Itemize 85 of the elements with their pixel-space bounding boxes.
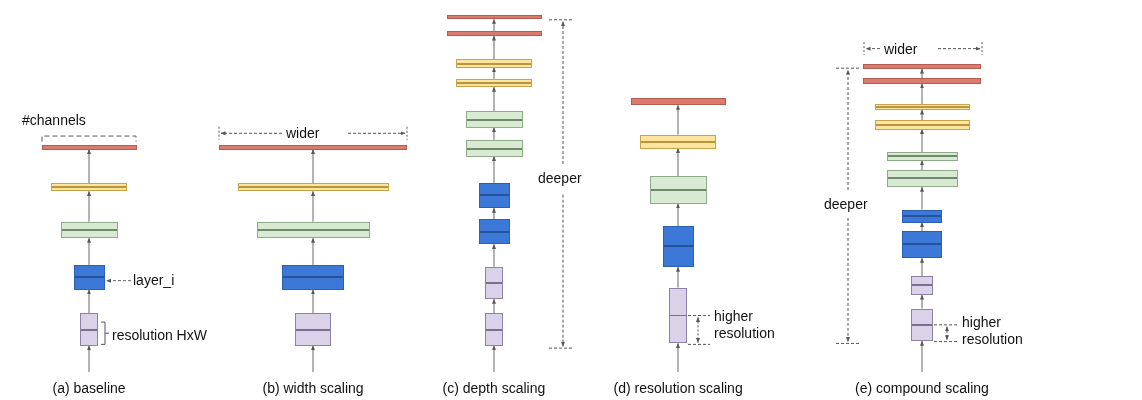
layer-block bbox=[886, 170, 958, 188]
caption: (c) depth scaling bbox=[442, 380, 546, 397]
layer-block bbox=[456, 78, 532, 88]
layer-block bbox=[465, 139, 523, 157]
arrow bbox=[920, 294, 924, 310]
layer-bar bbox=[41, 144, 137, 150]
arrow bbox=[311, 190, 315, 223]
arrow bbox=[920, 222, 924, 232]
arrow bbox=[492, 243, 496, 268]
layer-block bbox=[256, 221, 370, 239]
dimension-label: #channels bbox=[22, 111, 86, 129]
layer-block bbox=[886, 152, 958, 161]
arrow bbox=[492, 127, 496, 141]
caption: (a) baseline bbox=[52, 380, 126, 397]
arrow bbox=[492, 345, 496, 373]
layer-block bbox=[478, 183, 510, 209]
layer-block bbox=[640, 134, 716, 149]
layer-block bbox=[465, 110, 523, 128]
layer-block bbox=[456, 59, 532, 68]
layer-block bbox=[282, 264, 344, 290]
layer-block bbox=[649, 176, 707, 204]
layer-bar bbox=[219, 144, 407, 150]
layer-block bbox=[911, 308, 933, 342]
caption: (e) compound scaling bbox=[855, 380, 989, 397]
dimension-label: deeper bbox=[824, 195, 868, 213]
arrow bbox=[87, 237, 91, 266]
arrow bbox=[492, 67, 496, 80]
arrow bbox=[492, 35, 496, 60]
layer-block bbox=[662, 226, 694, 268]
dimension-label: wider bbox=[884, 41, 918, 59]
dimension-label: higher resolution bbox=[962, 313, 1024, 348]
arrow bbox=[311, 149, 315, 184]
arrow bbox=[87, 345, 91, 373]
arrow bbox=[920, 129, 924, 153]
arrow bbox=[920, 83, 924, 105]
arrow bbox=[920, 186, 924, 211]
arrow bbox=[492, 298, 496, 314]
layer-block bbox=[874, 104, 970, 110]
layer-block bbox=[51, 183, 127, 192]
arrow bbox=[676, 342, 680, 373]
layer-block bbox=[485, 266, 503, 300]
dimension-label: wider bbox=[286, 124, 320, 142]
layer-bar bbox=[446, 14, 542, 20]
arrow bbox=[920, 68, 924, 79]
layer-bar bbox=[863, 78, 981, 84]
arrow bbox=[676, 203, 680, 227]
arrow bbox=[492, 18, 496, 32]
arrow bbox=[676, 148, 680, 177]
caption: (d) resolution scaling bbox=[613, 380, 743, 397]
layer-label: layer_i bbox=[133, 272, 175, 290]
arrow bbox=[920, 340, 924, 373]
layer-block bbox=[669, 287, 687, 344]
layer-block bbox=[73, 264, 105, 290]
arrow bbox=[676, 104, 680, 136]
layer-block bbox=[295, 313, 331, 346]
arrow bbox=[920, 109, 924, 121]
arrow bbox=[311, 289, 315, 314]
layer-block bbox=[237, 183, 389, 192]
layer-bar bbox=[863, 63, 981, 70]
layer-block bbox=[80, 313, 98, 346]
layer-block bbox=[478, 219, 510, 245]
arrow bbox=[920, 160, 924, 171]
arrow bbox=[87, 289, 91, 314]
layer-block bbox=[60, 221, 118, 239]
arrow bbox=[87, 190, 91, 223]
layer-block bbox=[911, 276, 933, 296]
arrow bbox=[106, 278, 132, 283]
dimension-label: deeper bbox=[538, 169, 582, 187]
layer-block bbox=[874, 120, 970, 130]
arrow bbox=[311, 237, 315, 266]
arrow bbox=[676, 266, 680, 289]
arrow bbox=[920, 257, 924, 277]
arrow bbox=[492, 207, 496, 220]
dimension-label: higher resolution bbox=[714, 308, 776, 343]
caption: (b) width scaling bbox=[262, 380, 364, 397]
arrow bbox=[492, 156, 496, 184]
arrow bbox=[311, 345, 315, 373]
arrow bbox=[492, 86, 496, 112]
layer-block bbox=[485, 313, 503, 346]
layer-block bbox=[902, 209, 942, 223]
dimension-label: resolution HxW bbox=[112, 326, 207, 344]
arrow bbox=[87, 149, 91, 184]
layer-bar bbox=[446, 31, 542, 37]
layer-bar bbox=[630, 97, 726, 106]
layer-block bbox=[902, 231, 942, 259]
